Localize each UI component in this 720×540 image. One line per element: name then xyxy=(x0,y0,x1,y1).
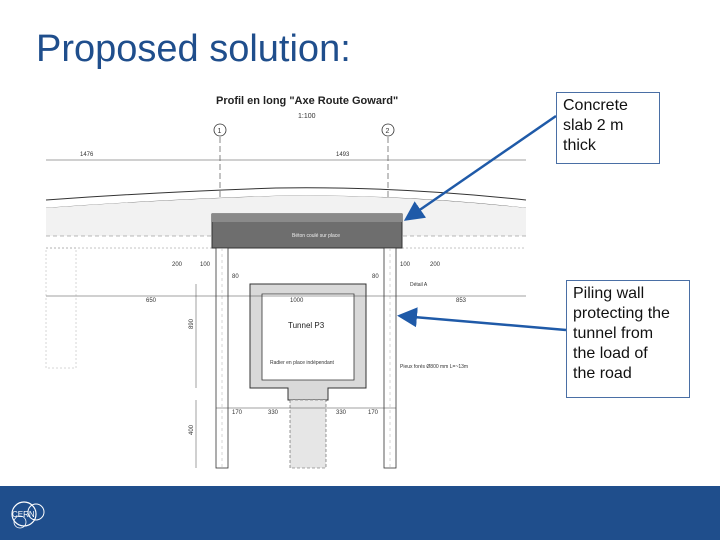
slide-title: Proposed solution: xyxy=(36,28,351,70)
dim-1000: 1000 xyxy=(290,298,304,304)
callout-2-line-2: protecting the xyxy=(573,305,670,322)
footer-bar xyxy=(0,486,720,540)
axis-1-marker xyxy=(213,123,227,137)
callout-2-line-3: tunnel from xyxy=(573,325,654,342)
piling-wall-callout: Piling wall protecting the tunnel from t… xyxy=(566,280,690,398)
dim-330-right: 330 xyxy=(336,410,347,416)
dim-400: 400 xyxy=(189,424,195,435)
logo-text: CERN xyxy=(12,510,35,519)
detail-note: Détail A xyxy=(410,282,428,288)
dim-1493: 1493 xyxy=(336,152,350,158)
axis-1-label: 1 xyxy=(218,128,222,135)
callout-1-line-3: thick xyxy=(563,137,596,154)
dim-80-right: 80 xyxy=(372,274,379,280)
dim-200-left: 200 xyxy=(172,262,183,268)
axis-2-label: 2 xyxy=(386,128,390,135)
dim-80-left: 80 xyxy=(232,274,239,280)
dim-200-right: 200 xyxy=(430,262,441,268)
dim-100-left: 100 xyxy=(200,262,211,268)
engineering-drawing: Profil en long "Axe Route Goward" 1:100 … xyxy=(36,88,532,472)
dim-853: 853 xyxy=(456,298,467,304)
drawing-scale: 1:100 xyxy=(298,113,316,120)
dim-170-right: 170 xyxy=(368,410,379,416)
dim-170-left: 170 xyxy=(232,410,243,416)
radier-note: Radier en place indépendant xyxy=(270,360,335,366)
concrete-slab-callout: Concrete slab 2 m thick xyxy=(556,92,660,164)
dim-890: 890 xyxy=(189,318,195,329)
foundation-column xyxy=(289,399,327,469)
callout-2-line-1: Piling wall xyxy=(573,285,645,302)
tunnel-label: Tunnel P3 xyxy=(288,321,325,330)
drawing-title: Profil en long "Axe Route Goward" xyxy=(216,95,398,107)
pile-note: Pieux forés Ø800 mm L=~13m xyxy=(400,364,468,370)
callout-2-line-5: the road xyxy=(573,365,632,382)
dim-1476: 1476 xyxy=(80,152,94,158)
callout-2-line-4: the load of xyxy=(573,345,648,362)
tunnel-inner xyxy=(261,293,355,381)
callout-1-line-2: slab 2 m xyxy=(563,117,624,134)
cern-logo-icon: CERN xyxy=(11,501,45,529)
slab-note: Béton coulé sur place xyxy=(292,233,340,239)
dim-330-left: 330 xyxy=(268,410,279,416)
axis-2-marker xyxy=(381,123,395,137)
callout-1-line-1: Concrete xyxy=(563,97,628,114)
dim-650: 650 xyxy=(146,298,157,304)
dim-100-right: 100 xyxy=(400,262,411,268)
